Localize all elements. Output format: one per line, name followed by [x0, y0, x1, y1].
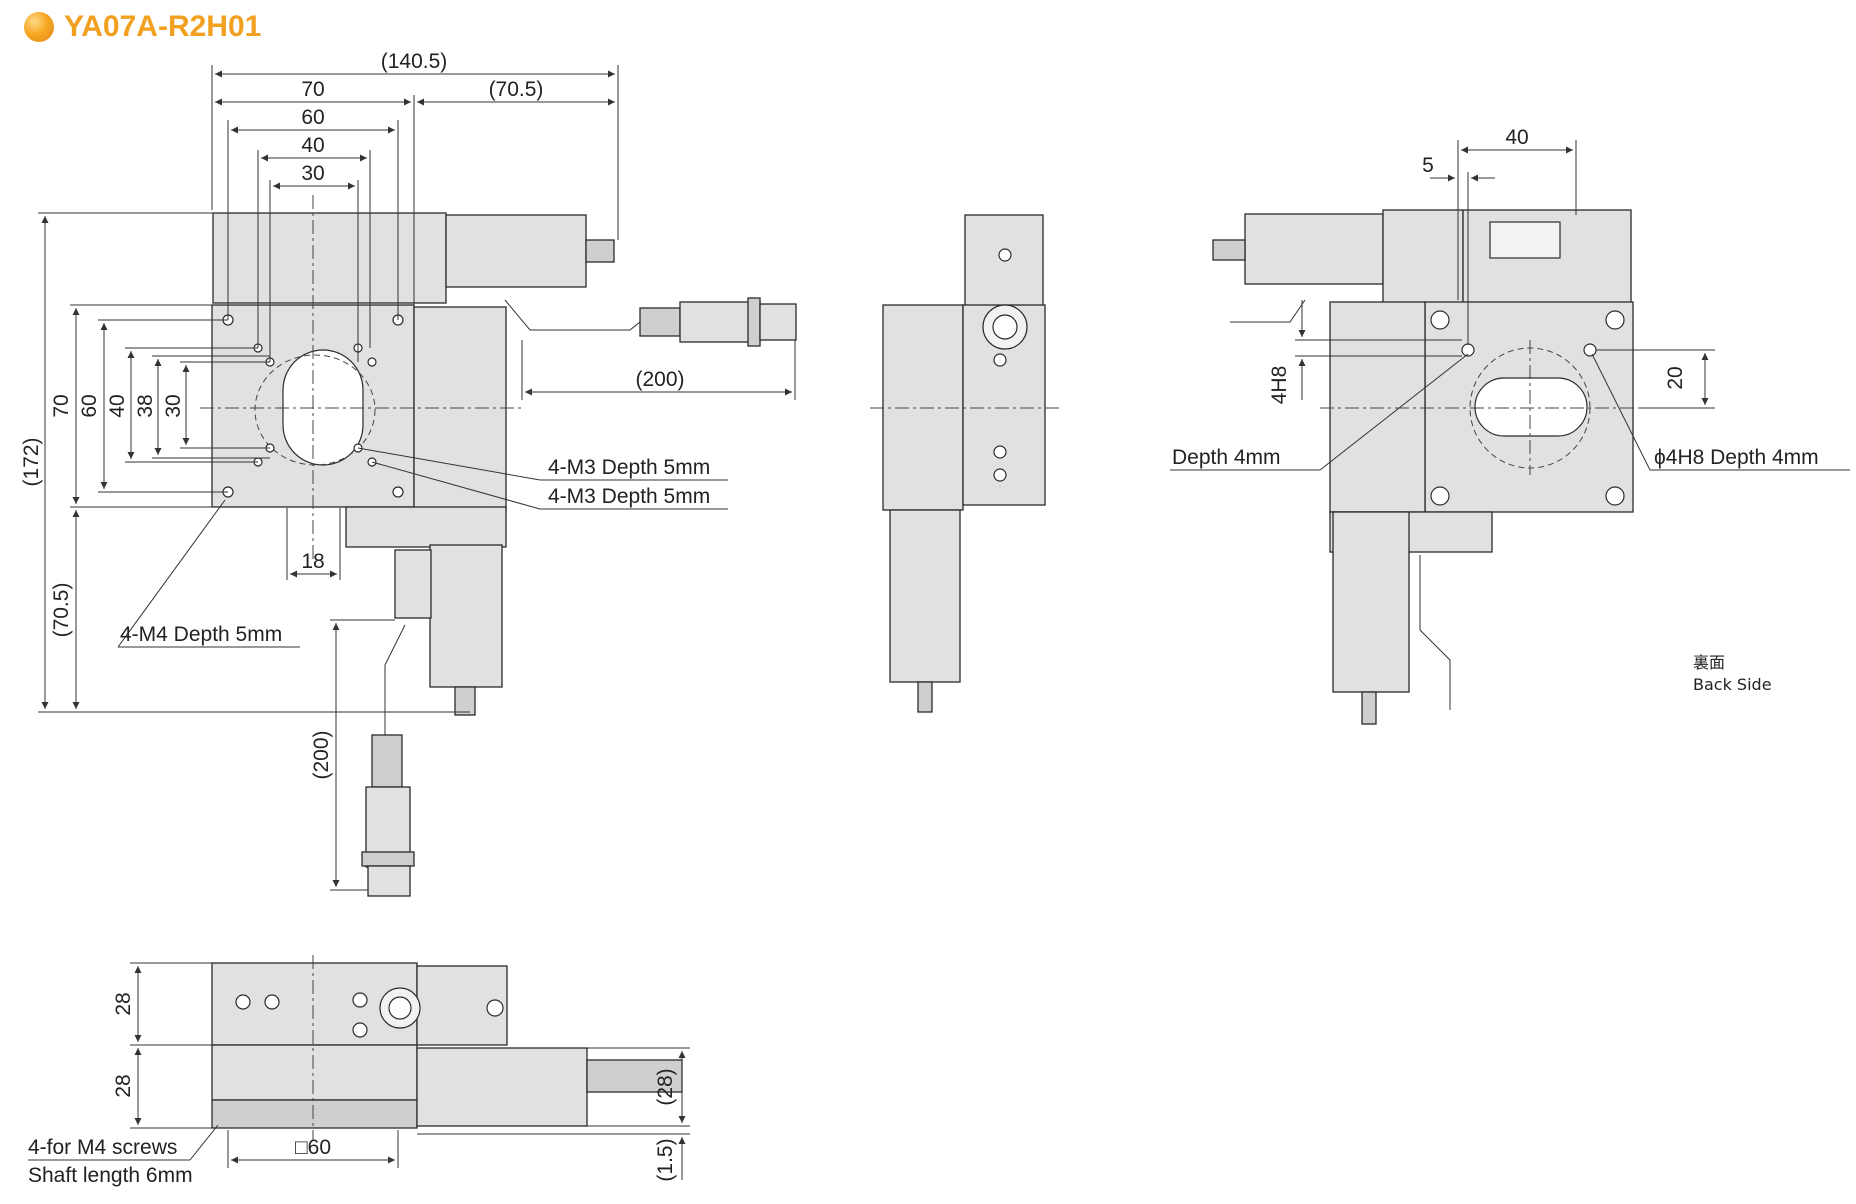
back-upper-block: [1382, 209, 1464, 306]
dim-bottom-1-5: (1.5): [654, 1138, 677, 1181]
side-view: [870, 214, 1060, 713]
hidden-circle: [254, 354, 376, 466]
dim-v-40: 40: [106, 394, 129, 417]
dim-40: 40: [301, 134, 324, 157]
bottom-motor: [416, 1047, 588, 1127]
front-view: [200, 195, 797, 897]
dim-back-5: 5: [1422, 154, 1434, 177]
round-connector-ring-down: [361, 851, 415, 867]
lower-motor: [429, 544, 503, 688]
lower-bracket: [394, 549, 432, 619]
dim-70: 70: [301, 78, 324, 101]
dim-bottom-28-upper: 28: [112, 992, 135, 1015]
dim-bottom-28-lower: 28: [112, 1074, 135, 1097]
round-connector-right: [679, 301, 761, 343]
back-side-label-jp: 裏面: [1693, 653, 1725, 672]
page-title: YA07A-R2H01: [64, 10, 262, 43]
bottom-base: [211, 1099, 418, 1129]
dim-60: 60: [301, 106, 324, 129]
round-connector-cap-right: [759, 303, 797, 341]
upper-motor-housing: [445, 214, 587, 288]
lower-block: [345, 506, 507, 548]
dim-30: 30: [301, 162, 324, 185]
dim-70-5: (70.5): [489, 78, 544, 101]
back-lower-motor: [1332, 511, 1410, 693]
dim-back-40: 40: [1505, 126, 1528, 149]
cable-down: [384, 624, 406, 735]
callout-labels: 4-M3 Depth 5mm 4-M3 Depth 5mm 4-M4 Depth…: [28, 446, 1819, 1187]
dim-140-5: (140.5): [381, 50, 448, 73]
callout-shaft-length: Shaft length 6mm: [28, 1164, 193, 1187]
callout-m3-a: 4-M3 Depth 5mm: [548, 456, 710, 479]
cable-right: [504, 299, 641, 331]
side-motor-block: [413, 306, 507, 513]
callout-m3-b: 4-M3 Depth 5mm: [548, 485, 710, 508]
back-circuit-chip: [1489, 221, 1561, 259]
back-lower-shaft: [1361, 691, 1377, 725]
dim-bottom-28-paren: (28): [654, 1068, 677, 1105]
back-side-block: [1329, 301, 1426, 513]
dim-v-60: 60: [78, 394, 101, 417]
back-aperture: [1474, 377, 1588, 437]
dimension-lines: [38, 65, 1715, 1180]
cable-connector-down: [371, 734, 403, 788]
orange-bullet-icon: [24, 12, 54, 42]
upper-motor-body: [212, 212, 447, 304]
title-block: YA07A-R2H01: [24, 10, 261, 44]
cable-connector-right: [639, 307, 681, 337]
back-lower-cable: [1419, 555, 1451, 710]
dim-200-h: (200): [635, 368, 684, 391]
dim-v-200: (200): [310, 730, 333, 779]
callout-depth-4mm: Depth 4mm: [1172, 446, 1281, 469]
pin-hole-right: [1583, 343, 1597, 357]
upper-motor-shaft: [585, 239, 615, 263]
bottom-view: [211, 955, 683, 1140]
back-side-label-en: Back Side: [1693, 675, 1772, 694]
dim-v-30: 30: [162, 394, 185, 417]
bottom-lower-body: [211, 1044, 418, 1101]
dim-back-4h8: 4H8: [1268, 366, 1291, 405]
round-connector-cap-down: [367, 865, 411, 897]
dim-v-70-5: (70.5): [50, 583, 73, 638]
side-motor: [889, 509, 961, 683]
dim-back-20: 20: [1664, 366, 1687, 389]
dimension-labels: (140.5) 70 (70.5) 60 40 30 18 (200) (172…: [20, 50, 1687, 1182]
callout-m4-screws: 4-for M4 screws: [28, 1136, 177, 1159]
round-connector-ring-right: [747, 297, 761, 347]
lower-motor-shaft: [454, 686, 476, 716]
back-motor: [1244, 213, 1384, 285]
back-view: [1212, 209, 1640, 725]
back-shaft: [1212, 239, 1246, 261]
back-cable: [1230, 299, 1306, 323]
callout-m4: 4-M4 Depth 5mm: [120, 623, 282, 646]
side-shaft: [917, 681, 933, 713]
callout-phi4h8: ϕ4H8 Depth 4mm: [1654, 446, 1819, 469]
leader-lines: [28, 353, 1850, 1161]
dim-172: (172): [20, 437, 43, 486]
dim-bottom-square-60: □60: [295, 1136, 331, 1159]
dim-18: 18: [301, 550, 324, 573]
dim-v-38: 38: [134, 394, 157, 417]
dim-v-70: 70: [50, 394, 73, 417]
